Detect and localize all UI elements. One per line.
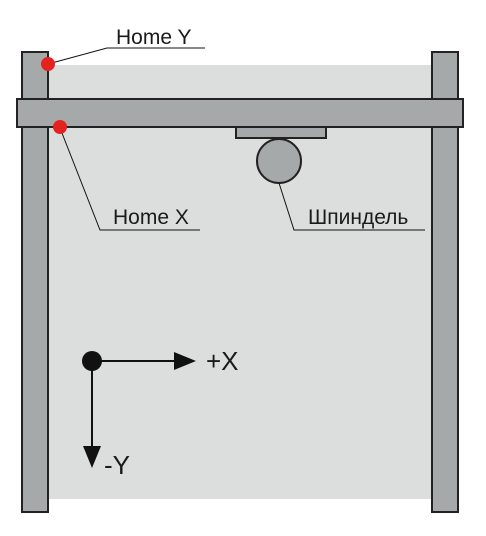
spindle-circle xyxy=(256,138,302,184)
minus-y-label: -Y xyxy=(104,450,130,480)
spindle-carriage xyxy=(235,126,327,139)
axis-origin-icon xyxy=(82,351,102,371)
right-rail xyxy=(431,51,459,513)
plus-x-label: +X xyxy=(206,346,239,376)
home-x-label: Home X xyxy=(113,206,189,229)
left-rail xyxy=(21,51,49,513)
home-y-marker xyxy=(41,57,55,71)
y-axis-arrow-icon xyxy=(83,446,101,468)
home-y-label: Home Y xyxy=(116,26,191,49)
spindle-label: Шпиндель xyxy=(308,206,408,229)
home-x-marker xyxy=(53,120,67,134)
x-axis-arrow-icon xyxy=(174,352,196,370)
home-y-leader xyxy=(47,47,205,65)
home-x-leader xyxy=(59,127,200,231)
spindle-leader xyxy=(278,182,425,231)
gantry-crossbar xyxy=(16,98,464,128)
